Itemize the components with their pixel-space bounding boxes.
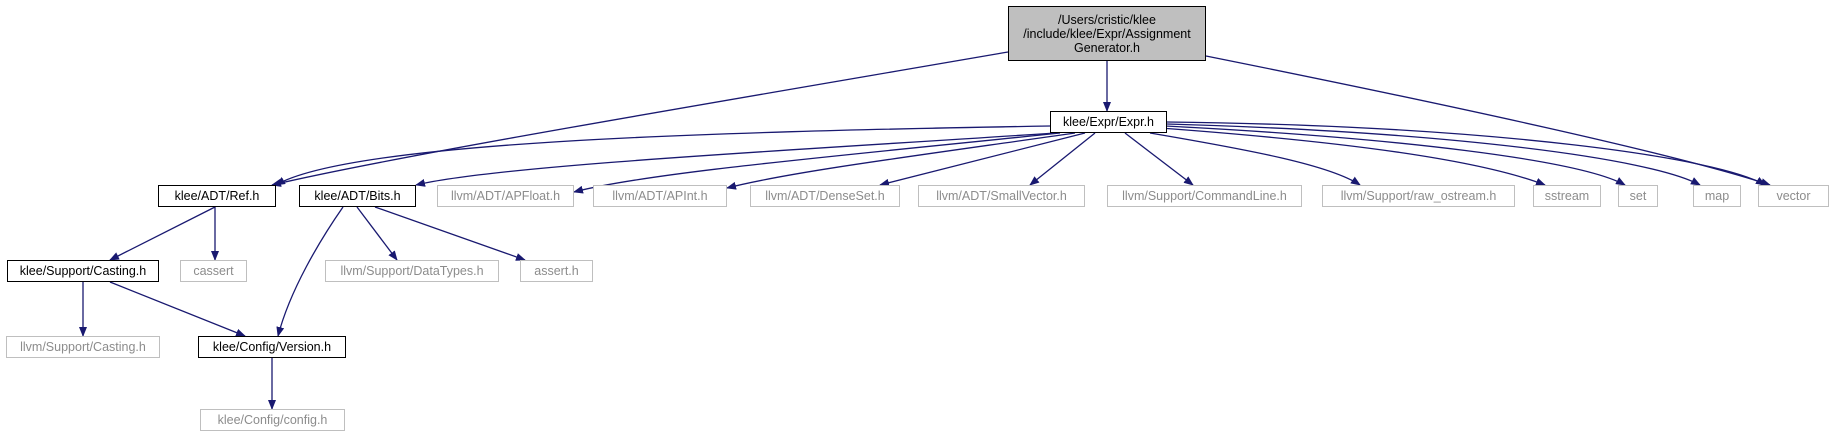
edge-ref-to-support-casting xyxy=(109,206,216,261)
node-raw-ostream-h[interactable]: llvm/Support/raw_ostream.h xyxy=(1322,185,1515,207)
edge-expr-to-vector xyxy=(1166,121,1766,186)
edge-expr-to-ref xyxy=(275,125,1051,186)
edge-expr-to-apint xyxy=(726,132,1076,190)
edge-root-to-ref xyxy=(271,51,1009,187)
root-label-line-1: /Users/cristic/klee xyxy=(1058,12,1156,27)
node-llvm-casting-h[interactable]: llvm/Support/Casting.h xyxy=(6,336,160,358)
edge-expr-to-denseset xyxy=(879,132,1086,187)
edge-expr-to-map xyxy=(1166,123,1701,186)
edge-support-casting-to-version xyxy=(109,281,246,337)
node-version-h[interactable]: klee/Config/Version.h xyxy=(198,336,346,358)
node-datatypes-h[interactable]: llvm/Support/DataTypes.h xyxy=(325,260,499,282)
edge-expr-to-bits xyxy=(415,132,1056,187)
node-bits-h[interactable]: klee/ADT/Bits.h xyxy=(299,185,416,207)
node-vector[interactable]: vector xyxy=(1758,185,1829,207)
node-ref-h[interactable]: klee/ADT/Ref.h xyxy=(158,185,276,207)
edge-bits-to-datatypes xyxy=(356,206,398,261)
node-cassert[interactable]: cassert xyxy=(180,260,247,282)
edge-expr-to-smallvector xyxy=(1029,132,1096,186)
node-sstream[interactable]: sstream xyxy=(1533,185,1601,207)
root-label-line-3: Generator.h xyxy=(1073,40,1140,55)
node-map[interactable]: map xyxy=(1693,185,1741,207)
edge-expr-to-apfloat xyxy=(573,132,1061,194)
node-smallvector-h[interactable]: llvm/ADT/SmallVector.h xyxy=(918,185,1085,207)
node-expr-h[interactable]: klee/Expr/Expr.h xyxy=(1050,111,1167,133)
node-assert-h[interactable]: assert.h xyxy=(520,260,593,282)
edge-expr-to-set xyxy=(1164,125,1626,186)
node-set[interactable]: set xyxy=(1618,185,1658,207)
edge-bits-to-assert xyxy=(374,206,526,261)
node-support-casting-h[interactable]: klee/Support/Casting.h xyxy=(7,260,159,282)
edge-expr-to-raw-ostream xyxy=(1149,132,1361,186)
node-apint-h[interactable]: llvm/ADT/APInt.h xyxy=(593,185,727,207)
edge-root-to-vector xyxy=(1205,55,1771,186)
edge-expr-to-sstream xyxy=(1159,127,1546,186)
node-denseset-h[interactable]: llvm/ADT/DenseSet.h xyxy=(750,185,900,207)
node-commandline-h[interactable]: llvm/Support/CommandLine.h xyxy=(1107,185,1302,207)
node-assignment-generator-h[interactable]: /Users/cristic/klee /include/klee/Expr/A… xyxy=(1008,6,1206,61)
edge-bits-to-version xyxy=(276,206,344,337)
node-apfloat-h[interactable]: llvm/ADT/APFloat.h xyxy=(437,185,574,207)
edge-expr-to-commandline xyxy=(1124,132,1194,186)
node-config-h[interactable]: klee/Config/config.h xyxy=(200,409,345,431)
root-label-line-2: /include/klee/Expr/Assignment xyxy=(1023,26,1191,41)
